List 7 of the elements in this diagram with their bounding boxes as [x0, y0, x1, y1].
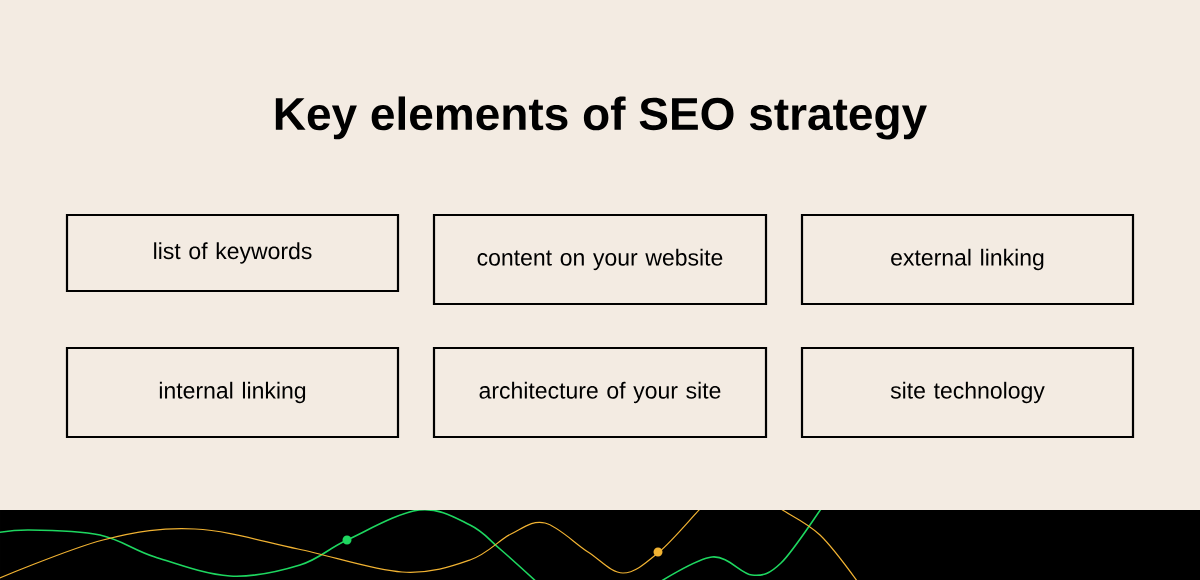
text-box: external linking — [800, 213, 1135, 306]
text-box: content on your website — [432, 213, 768, 306]
text-box: list of keywords — [65, 213, 400, 293]
text-box: internal linking — [65, 346, 400, 439]
text-box: architecture of your site — [432, 346, 768, 439]
text-box: site technology — [800, 346, 1135, 439]
title: Key elements of SEO strategy — [275, 96, 927, 140]
